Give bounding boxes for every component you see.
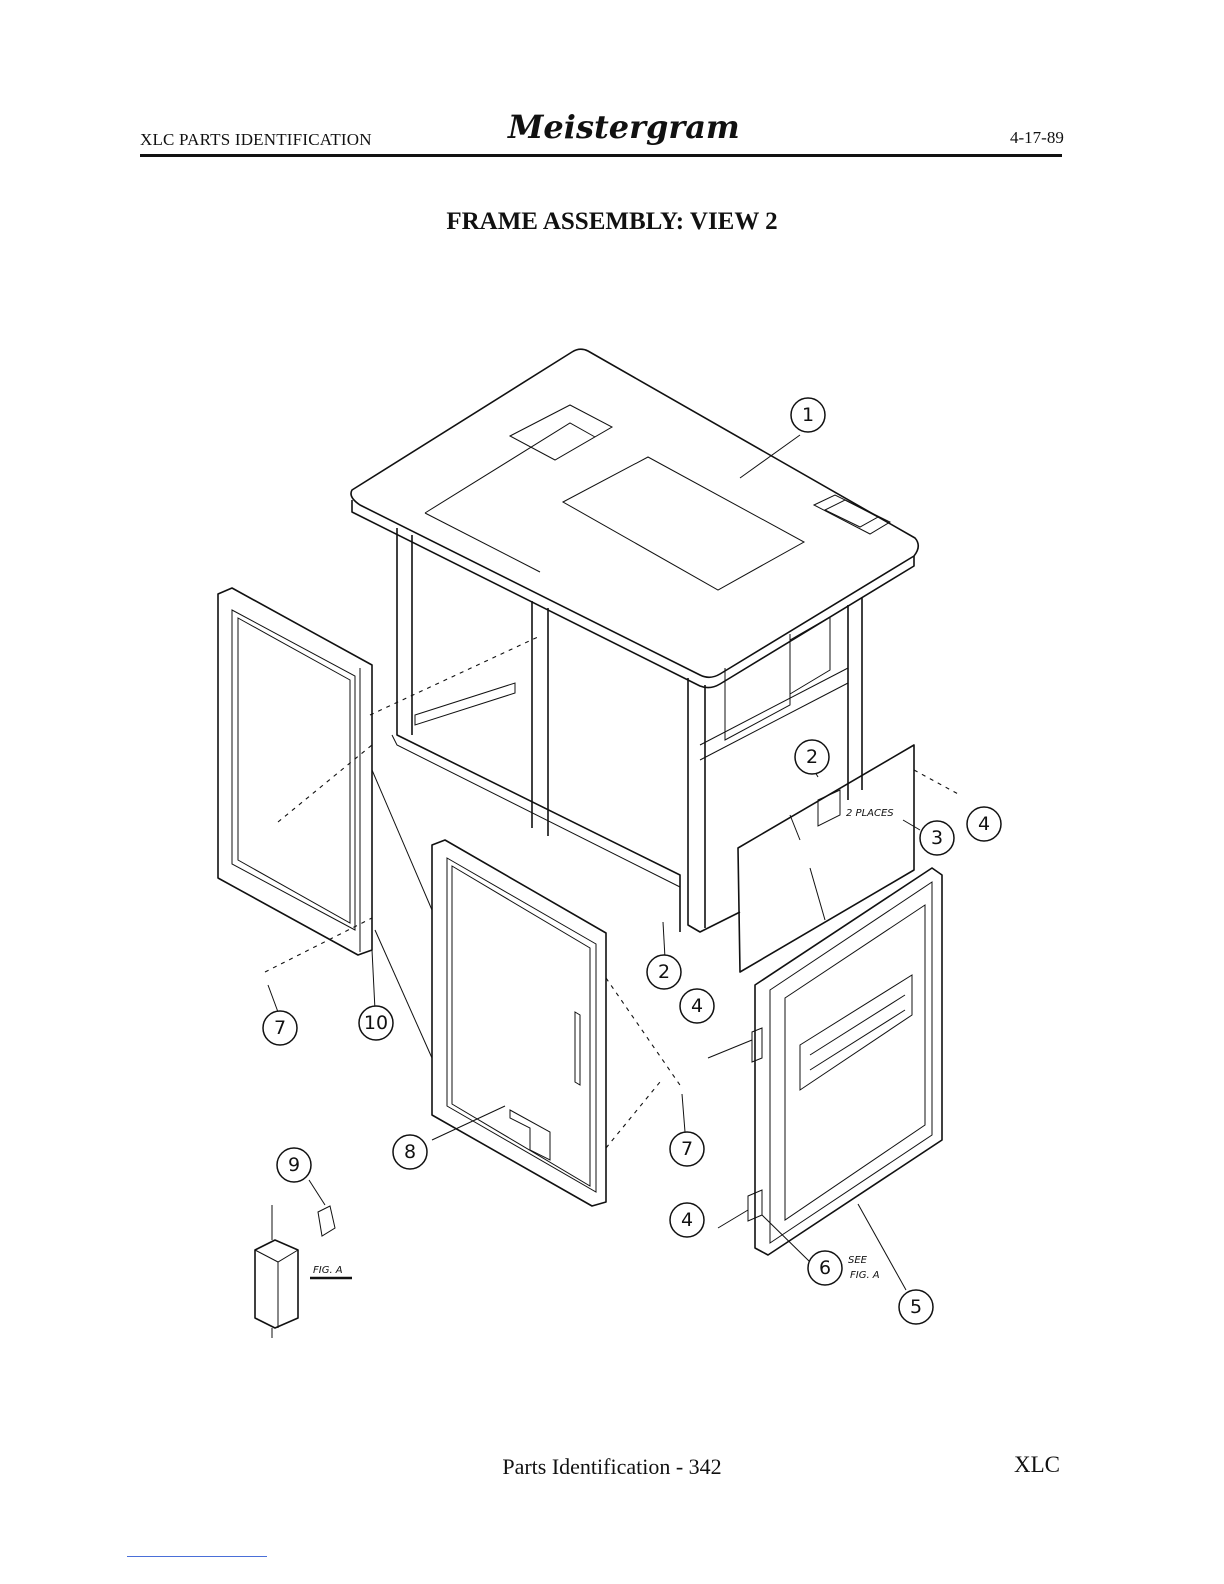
callout-9: 9 bbox=[277, 1148, 311, 1182]
callout-1: 1 bbox=[791, 398, 825, 432]
svg-text:6: 6 bbox=[819, 1257, 831, 1279]
callout-3: 3 bbox=[920, 821, 954, 855]
callout-7-right: 7 bbox=[670, 1132, 704, 1166]
cabinet-body-part bbox=[370, 528, 862, 932]
right-side-door-part bbox=[748, 868, 942, 1255]
top-panel-part bbox=[351, 349, 918, 687]
leader-lines bbox=[268, 435, 920, 1290]
svg-text:10: 10 bbox=[364, 1012, 388, 1034]
callout-5: 5 bbox=[899, 1290, 933, 1324]
svg-text:4: 4 bbox=[681, 1209, 693, 1231]
svg-text:3: 3 bbox=[931, 827, 943, 849]
callout-10: 10 bbox=[359, 1006, 393, 1040]
svg-text:4: 4 bbox=[691, 995, 703, 1017]
svg-text:7: 7 bbox=[274, 1017, 286, 1039]
svg-text:2: 2 bbox=[658, 961, 670, 983]
callout-2-upper: 2 bbox=[795, 740, 829, 774]
svg-text:5: 5 bbox=[910, 1296, 922, 1318]
svg-text:2: 2 bbox=[806, 746, 818, 768]
svg-text:8: 8 bbox=[404, 1141, 416, 1163]
svg-text:4: 4 bbox=[978, 813, 990, 835]
front-door-part bbox=[432, 840, 682, 1206]
bottom-divider bbox=[127, 1556, 267, 1557]
svg-text:9: 9 bbox=[288, 1154, 300, 1176]
callout-4-upper: 4 bbox=[967, 807, 1001, 841]
note-see-fig-a: FIG. A bbox=[850, 1270, 880, 1281]
svg-text:1: 1 bbox=[802, 404, 814, 426]
footer-model: XLC bbox=[1014, 1452, 1060, 1478]
left-side-panel-part bbox=[218, 588, 372, 972]
svg-text:7: 7 bbox=[681, 1138, 693, 1160]
callout-8: 8 bbox=[393, 1135, 427, 1169]
note-fig-a: FIG. A bbox=[313, 1265, 343, 1276]
callout-7-left: 7 bbox=[263, 1011, 297, 1045]
note-2-places: 2 PLACES bbox=[846, 808, 894, 819]
callout-2-lower: 2 bbox=[647, 955, 681, 989]
note-see: SEE bbox=[848, 1255, 868, 1266]
callout-4-middle: 4 bbox=[680, 989, 714, 1023]
callout-6: 6 bbox=[808, 1251, 842, 1285]
rear-panel-part bbox=[738, 745, 960, 972]
callout-4-lower: 4 bbox=[670, 1203, 704, 1237]
